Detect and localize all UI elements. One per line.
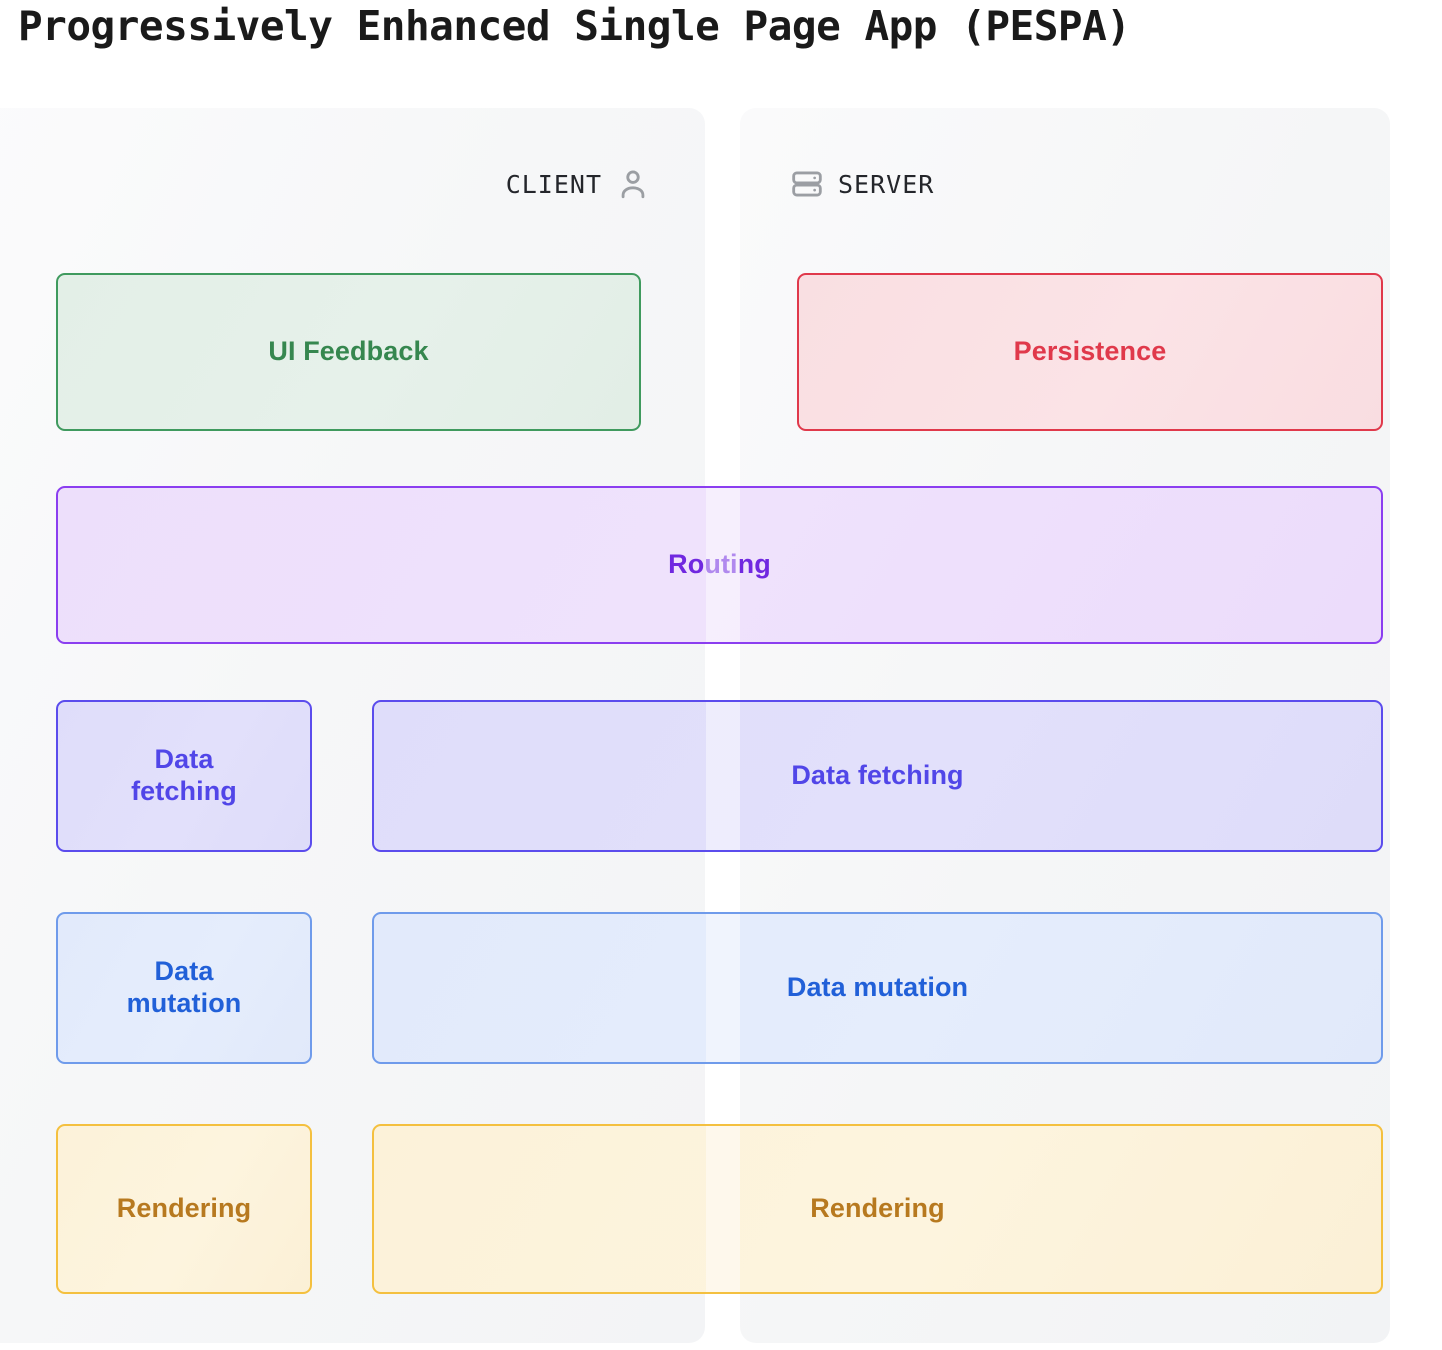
box-server-rendering-label: Rendering bbox=[810, 1193, 945, 1224]
box-client-data-mutation[interactable]: Data mutation bbox=[56, 912, 312, 1064]
server-column-header: SERVER bbox=[790, 162, 1090, 206]
box-ui-feedback-label: UI Feedback bbox=[268, 336, 429, 367]
box-client-rendering-label: Rendering bbox=[116, 1193, 252, 1224]
box-server-data-fetching[interactable]: Data fetching bbox=[372, 700, 1383, 852]
page-title: Progressively Enhanced Single Page App (… bbox=[18, 2, 1131, 50]
box-server-rendering[interactable]: Rendering bbox=[372, 1124, 1383, 1294]
box-client-data-fetching[interactable]: Data fetching bbox=[56, 700, 312, 852]
server-column-label: SERVER bbox=[838, 169, 935, 199]
box-server-data-mutation-label: Data mutation bbox=[786, 972, 969, 1003]
box-server-data-fetching-label: Data fetching bbox=[791, 760, 964, 791]
box-client-rendering[interactable]: Rendering bbox=[56, 1124, 312, 1294]
box-ui-feedback[interactable]: UI Feedback bbox=[56, 273, 641, 431]
client-column-label: CLIENT bbox=[505, 169, 602, 199]
box-server-data-mutation[interactable]: Data mutation bbox=[372, 912, 1383, 1064]
server-icon bbox=[790, 167, 824, 201]
box-persistence-label: Persistence bbox=[1013, 336, 1167, 367]
box-routing[interactable]: Routing bbox=[56, 486, 1383, 644]
box-persistence[interactable]: Persistence bbox=[797, 273, 1383, 431]
user-icon bbox=[616, 167, 650, 201]
client-column-header: CLIENT bbox=[380, 162, 650, 206]
box-routing-label: Routing bbox=[668, 549, 771, 580]
box-client-data-fetching-label: Data fetching bbox=[131, 744, 237, 806]
box-client-data-mutation-label: Data mutation bbox=[126, 956, 242, 1018]
